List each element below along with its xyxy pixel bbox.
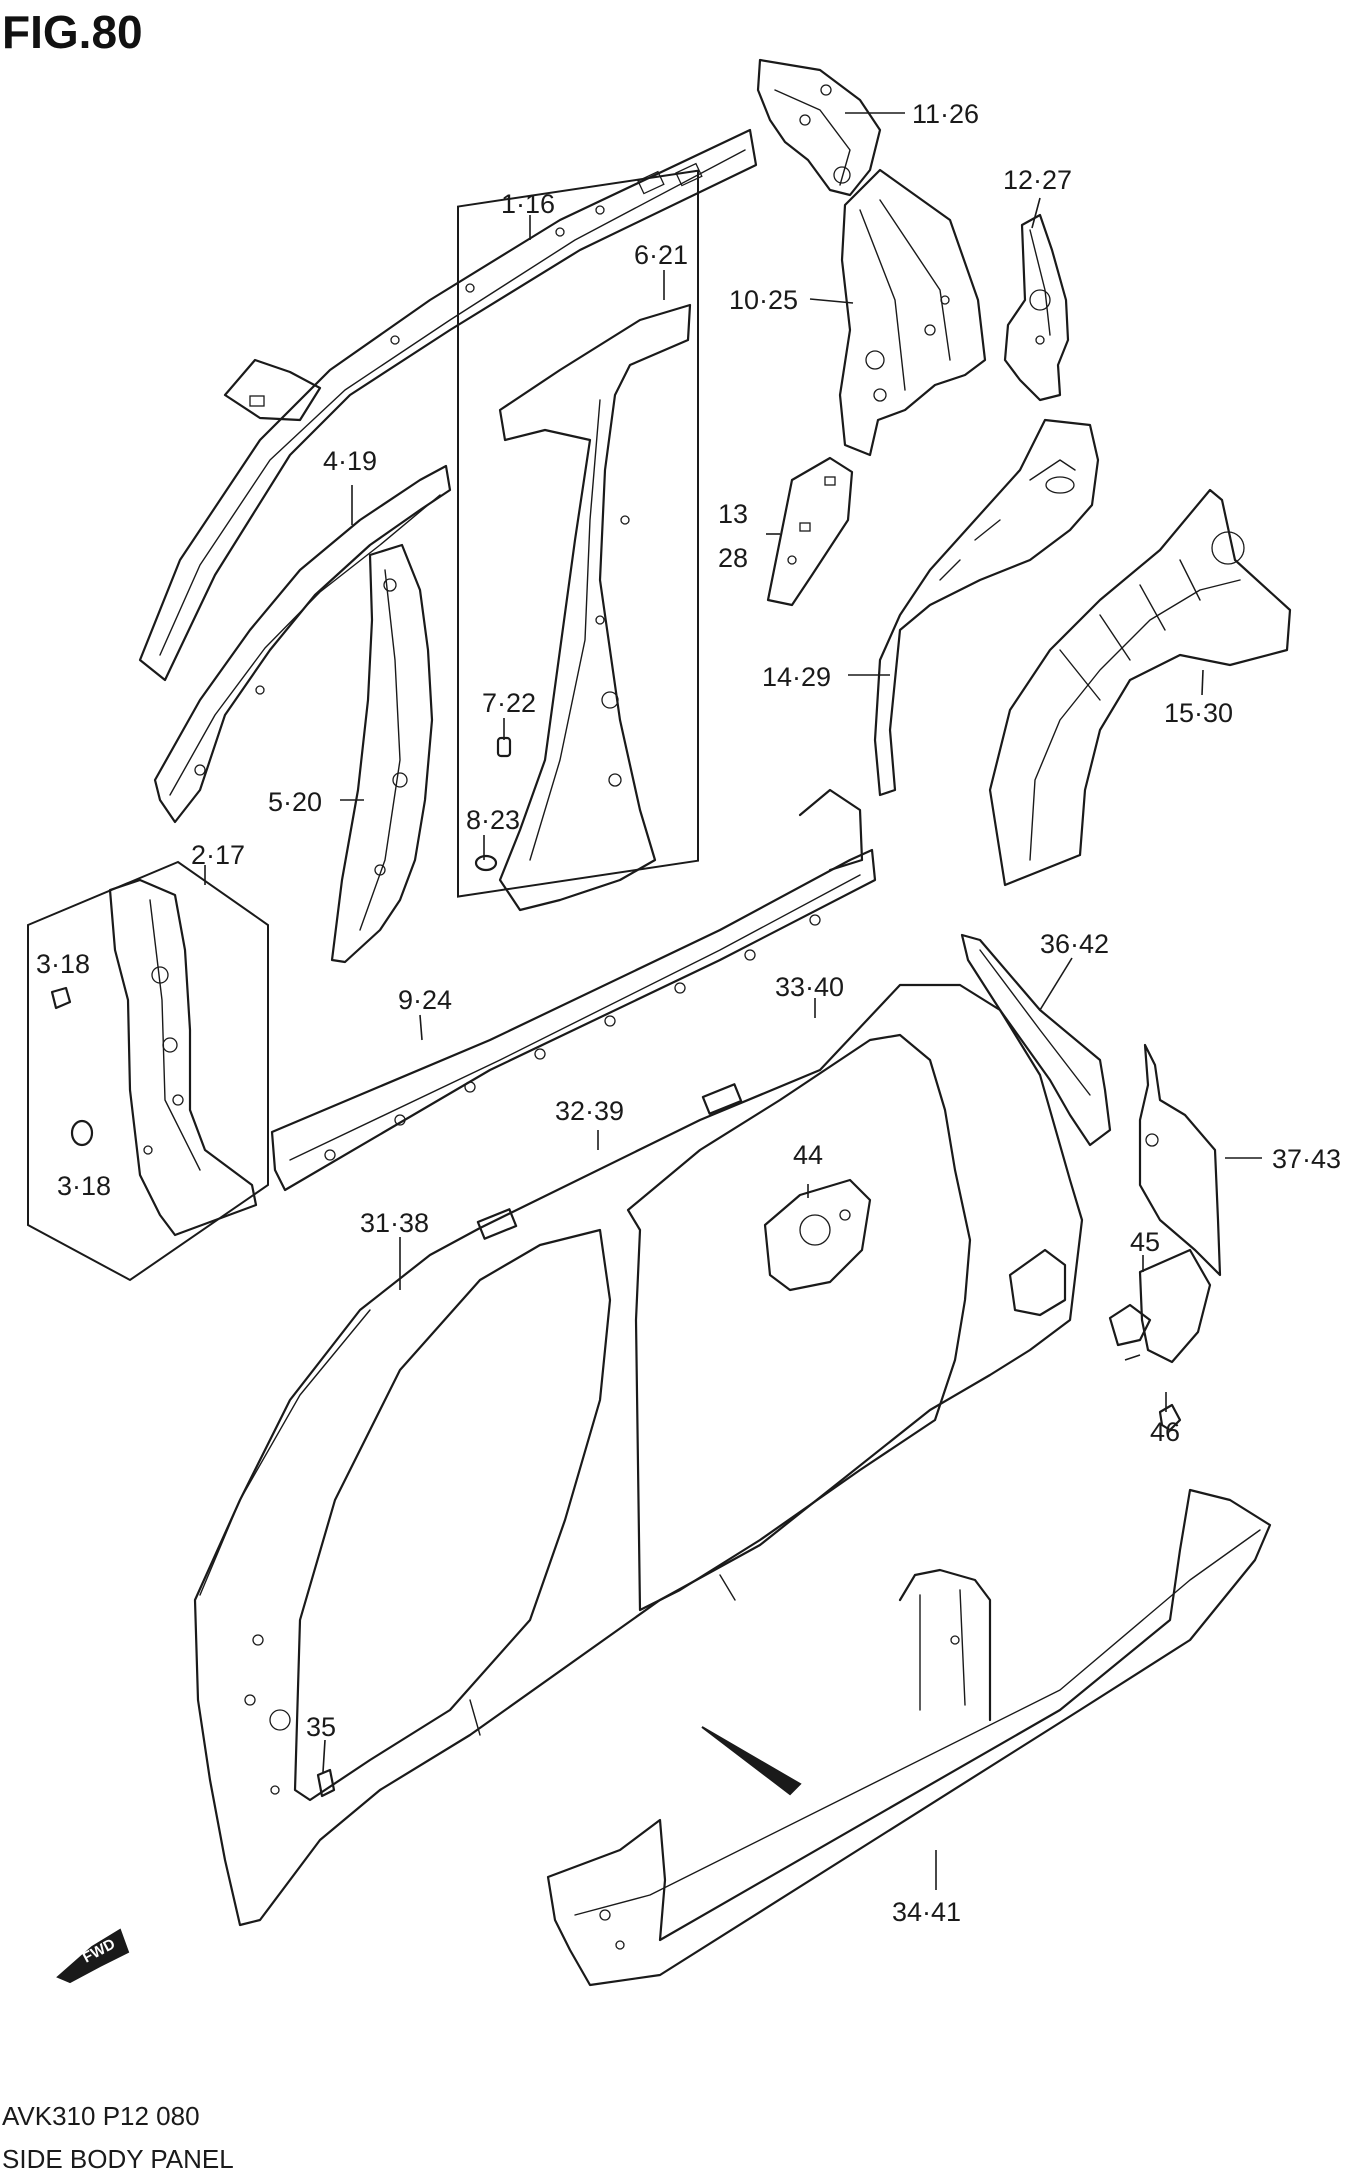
- callout-8-23: 8·23: [466, 805, 520, 835]
- part-roof-side-rail: [138, 128, 758, 682]
- part-rear-inner-pillar: [838, 168, 987, 457]
- group-box-center-pillar: [457, 169, 699, 898]
- part-inner-panel-patch: [763, 1178, 872, 1292]
- callout-15-30: 15·30: [1164, 698, 1233, 728]
- callout-13: 13: [718, 499, 748, 529]
- callout-12-27: 12·27: [1003, 165, 1072, 195]
- part-rear-gutter: [960, 933, 1112, 1147]
- callout-34-41: 34·41: [892, 1897, 961, 1927]
- part-front-pillar-inner: [330, 543, 434, 964]
- callout-35: 35: [306, 1712, 336, 1742]
- part-center-pillar-inner: [498, 303, 692, 912]
- callout-2-17: 2·17: [191, 840, 245, 870]
- part-clip-3-18-upper: [50, 986, 72, 1010]
- part-clip-8-23: [474, 854, 498, 872]
- part-clip-35: [316, 1768, 336, 1798]
- part-bolt-46: [1158, 1403, 1182, 1432]
- part-clip-7-22: [496, 736, 512, 758]
- callout-37-43: 37·43: [1272, 1144, 1341, 1174]
- figure-title: FIG.80: [2, 6, 143, 58]
- callout-3-18-lower: 3·18: [57, 1171, 111, 1201]
- callout-11-26: 11·26: [912, 99, 979, 129]
- callout-36-42: 36·42: [1040, 929, 1109, 959]
- callout-14-29: 14·29: [762, 662, 831, 692]
- footer-code: AVK310 P12 080: [2, 2101, 200, 2131]
- callout-7-22: 7·22: [482, 688, 536, 718]
- callout-44: 44: [793, 1140, 823, 1170]
- part-small-bracket: [766, 456, 854, 607]
- part-outer-side-panel: [193, 983, 1084, 1927]
- part-inner-wheelhouse-panel: [873, 418, 1100, 797]
- callout-32-39: 32·39: [555, 1096, 624, 1126]
- leader-lines: [204, 112, 1262, 1890]
- part-side-sill-reinforcement: [270, 788, 877, 1192]
- footer-caption: SIDE BODY PANEL: [2, 2144, 234, 2174]
- callout-46: 46: [1150, 1417, 1180, 1447]
- group-box-front-pillar: [27, 860, 269, 1282]
- callout-3-18-upper: 3·18: [36, 949, 90, 979]
- part-clip-3-18-lower: [70, 1119, 94, 1147]
- callout-4-19: 4·19: [323, 446, 377, 476]
- direction-arrow: [701, 1726, 802, 1796]
- callout-28: 28: [718, 543, 748, 573]
- callout-31-38: 31·38: [360, 1208, 429, 1238]
- part-front-pillar-lower-inner: [108, 878, 258, 1237]
- fwd-arrow-icon: FWD: [56, 1928, 130, 1984]
- callout-9-24: 9·24: [398, 985, 452, 1015]
- callout-1-16: 1·16: [501, 189, 555, 219]
- callout-5-20: 5·20: [268, 787, 322, 817]
- part-rear-roof-corner: [756, 58, 882, 197]
- callout-6-21: 6·21: [634, 240, 688, 270]
- callout-labels: 11·26 12·27 1·16 6·21 10·25 4·19 13 28 1…: [36, 99, 1341, 1927]
- part-fuel-lid: [1108, 1248, 1212, 1364]
- callout-45: 45: [1130, 1227, 1160, 1257]
- part-fuel-filler-housing: [1138, 1043, 1222, 1277]
- part-rear-wheelhouse-outer: [988, 488, 1292, 887]
- part-outer-side-sill: [546, 1488, 1272, 1987]
- callout-10-25: 10·25: [729, 285, 798, 315]
- part-windshield-pillar-outer: [153, 464, 452, 824]
- part-rear-pillar-bracket: [1003, 213, 1070, 402]
- callout-33-40: 33·40: [775, 972, 844, 1002]
